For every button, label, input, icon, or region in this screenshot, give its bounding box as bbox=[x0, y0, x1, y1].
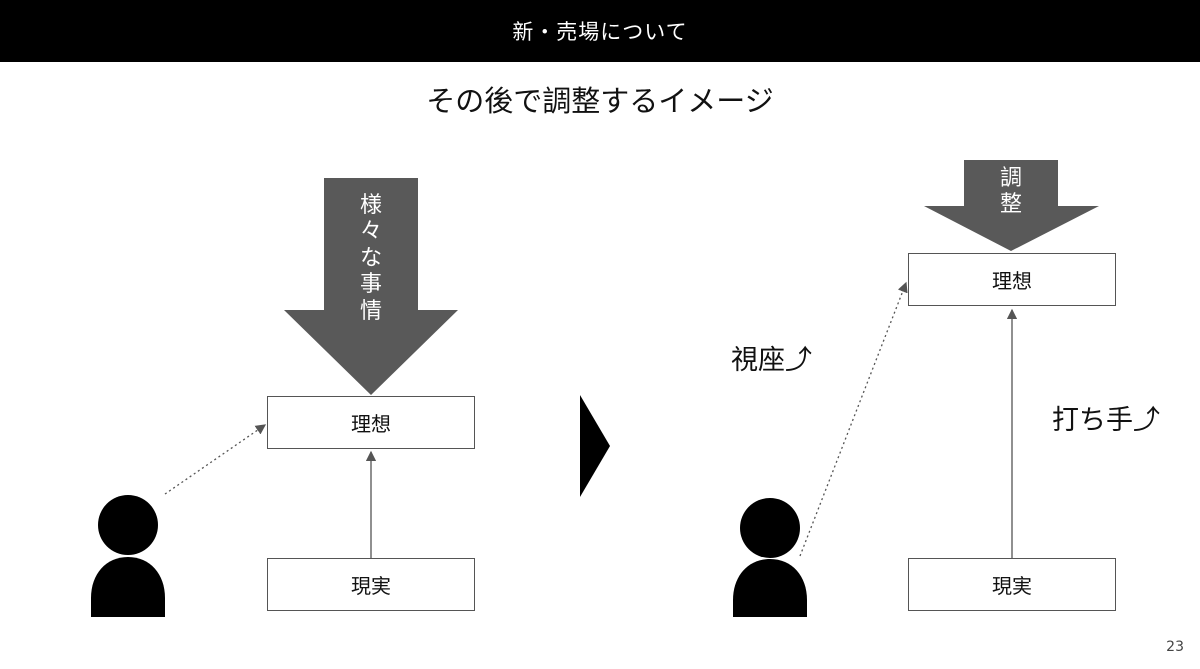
right-reality-label: 現実 bbox=[992, 574, 1032, 598]
right-arrow-char: 調 bbox=[999, 166, 1022, 191]
next-arrow-icon bbox=[580, 395, 610, 497]
header-title: 新・売場について bbox=[512, 20, 688, 44]
page-number: 23 bbox=[1166, 639, 1184, 655]
right-down-arrow-icon bbox=[924, 160, 1099, 251]
left-person-icon bbox=[91, 495, 165, 617]
left-arrow-char: 々 bbox=[359, 219, 382, 245]
header-bar: 新・売場について bbox=[0, 0, 1200, 62]
right-person-icon bbox=[733, 498, 807, 617]
left-reality-label: 現実 bbox=[351, 574, 391, 598]
right-reality-box: 現実 bbox=[908, 558, 1116, 611]
right-ideal-label: 理想 bbox=[992, 269, 1032, 293]
left-ideal-label: 理想 bbox=[351, 412, 391, 436]
left-arrow-char: 様 bbox=[359, 193, 382, 218]
left-ideal-box: 理想 bbox=[267, 396, 475, 449]
left-person-to-ideal-connector bbox=[164, 424, 267, 495]
slide-subtitle: その後で調整するイメージ bbox=[426, 84, 774, 118]
left-arrow-char: 情 bbox=[359, 298, 382, 324]
right-person-to-ideal-connector bbox=[799, 281, 908, 557]
left-arrow-char: な bbox=[359, 245, 382, 271]
action-label: 打ち手⤴ bbox=[1052, 405, 1160, 436]
right-ideal-box: 理想 bbox=[908, 253, 1116, 306]
left-reality-box: 現実 bbox=[267, 558, 475, 611]
viewpoint-label: 視座⤴ bbox=[731, 345, 812, 376]
left-arrow-char: 事 bbox=[359, 272, 382, 298]
left-arrow-label: 様 々 な 事 情 bbox=[356, 193, 386, 325]
left-down-arrow-icon bbox=[284, 178, 458, 395]
right-arrow-label: 調 整 bbox=[996, 166, 1026, 219]
right-arrow-char: 整 bbox=[999, 192, 1022, 218]
